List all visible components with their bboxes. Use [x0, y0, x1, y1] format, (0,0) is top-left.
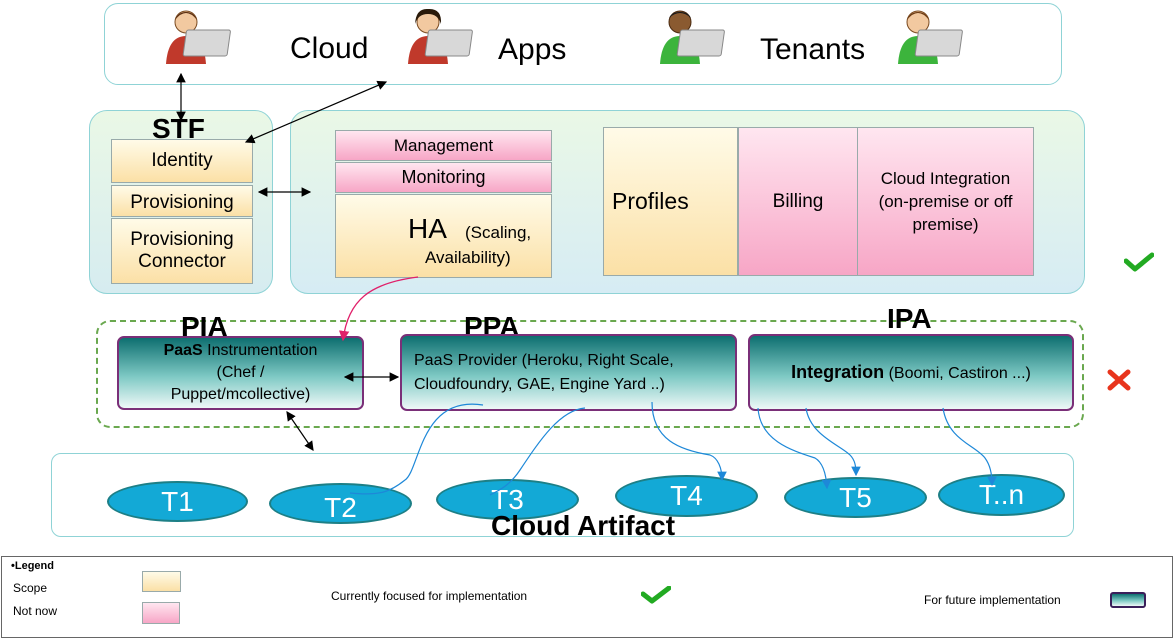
users-bar: [104, 3, 1062, 85]
connector-line2: Connector: [138, 251, 226, 272]
ppa-line1: PaaS Provider (Heroku, Right Scale,: [414, 351, 674, 369]
legend-scope-swatch: [142, 571, 181, 592]
cloud-integration-line1: Cloud Integration: [880, 169, 1011, 188]
stf-identity: Identity: [111, 139, 253, 183]
ipa-box: Integration (Boomi, Castiron ...): [748, 334, 1074, 411]
legend-future-label: For future implementation: [924, 593, 1061, 607]
ha-main: HA: [408, 213, 447, 244]
pia-bold: PaaS: [163, 342, 203, 359]
pia-line1-rest: Instrumentation: [202, 342, 318, 359]
monitoring-cell: Monitoring: [335, 162, 552, 193]
cloud-integration-line2: (on-premise or off: [878, 192, 1013, 211]
legend-title-text: Legend: [14, 560, 54, 572]
legend-notnow-swatch: [142, 602, 180, 624]
artifact-title: Cloud Artifact: [491, 510, 676, 541]
legend-scope-label: Scope: [13, 581, 48, 595]
ha-sub1: (Scaling,: [465, 223, 532, 242]
profiles-label: Profiles: [612, 188, 689, 214]
legend-focused-label: Currently focused for implementation: [331, 589, 528, 603]
pia-line2: (Chef /: [216, 364, 265, 381]
ha-cell: HA (Scaling, Availability): [335, 194, 552, 278]
stf-provisioning: Provisioning: [111, 185, 253, 217]
management-cell: Management: [335, 130, 552, 161]
stf-provisioning-connector: Provisioning Connector: [111, 218, 253, 284]
cross-icon: [1107, 369, 1131, 391]
platform-row: [96, 320, 1084, 428]
person-icon: [408, 8, 473, 64]
billing-cell: Billing: [738, 127, 858, 276]
artifact-tn: T..n: [938, 474, 1065, 516]
person-icon: [166, 10, 231, 64]
ha-sub2: Availability): [425, 248, 511, 267]
ppa-line2: Cloudfoundry, GAE, Engine Yard ..): [414, 375, 665, 393]
legend-future-swatch: [1110, 592, 1146, 608]
connector-line1: Provisioning: [130, 229, 234, 250]
label-tenants: Tenants: [760, 33, 866, 66]
pia-line3: Puppet/mcollective): [170, 386, 311, 403]
profiles-cell: Profiles: [603, 127, 738, 276]
person-icon: [660, 10, 725, 64]
ipa-title: IPA: [887, 303, 932, 334]
check-icon: [641, 586, 671, 604]
pia-line1: PaaS Instrumentation: [164, 340, 318, 362]
artifact-t1: T1: [107, 481, 248, 522]
ipa-text: Integration (Boomi, Castiron ...): [791, 362, 1031, 383]
person-icon: [898, 10, 963, 64]
artifact-t2: T2: [269, 483, 412, 524]
check-icon: [1124, 252, 1154, 272]
cloud-integration-line3: premise): [912, 215, 979, 234]
ppa-box: PaaS Provider (Heroku, Right Scale, Clou…: [400, 334, 737, 411]
label-cloud: Cloud: [290, 32, 369, 65]
artifact-t4: T4: [615, 475, 758, 517]
pia-box: PaaS Instrumentation (Chef / Puppet/mcol…: [117, 336, 364, 410]
cloud-integration-cell: Cloud Integration (on-premise or off pre…: [857, 127, 1034, 276]
ipa-bold: Integration: [791, 362, 885, 382]
legend-bullet: •: [11, 560, 15, 572]
label-apps: Apps: [498, 33, 567, 66]
legend-title: •Legend: [11, 560, 54, 572]
legend-box: [1, 556, 1173, 638]
artifact-t5: T5: [784, 477, 927, 518]
legend-notnow-label: Not now: [13, 604, 58, 618]
ipa-rest: (Boomi, Castiron ...): [884, 365, 1031, 382]
